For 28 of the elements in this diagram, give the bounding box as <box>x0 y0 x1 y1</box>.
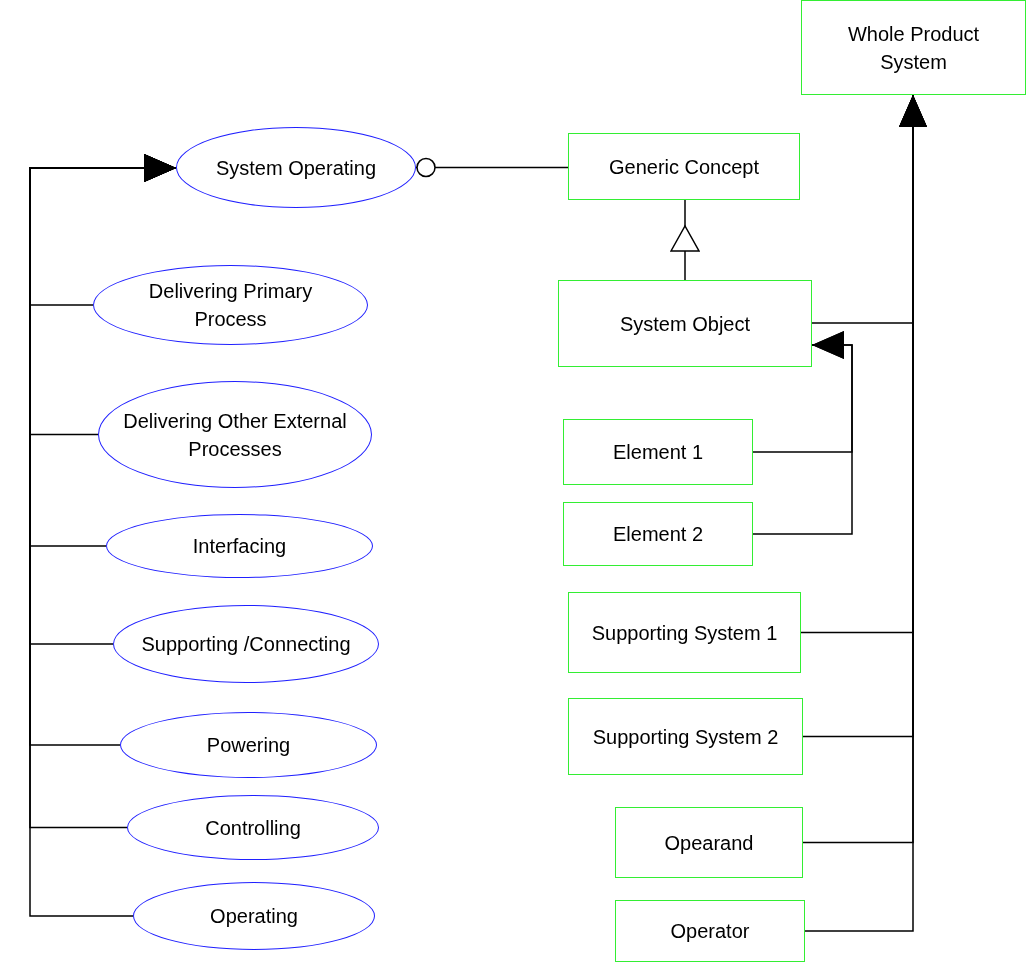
node-label: Supporting System 1 <box>591 620 778 646</box>
class-box <box>563 502 753 566</box>
class-box <box>563 419 753 485</box>
node-label: Powering <box>206 733 291 758</box>
class-box <box>801 0 1026 95</box>
node-label: Operator <box>670 919 750 944</box>
node-label: Element 1 <box>612 440 704 465</box>
node-label: System Operating <box>215 155 377 181</box>
node-label: Operating <box>210 904 298 929</box>
node-label: Controlling <box>205 815 301 841</box>
class-box <box>558 280 812 367</box>
node-label: Supporting System 2 <box>592 724 779 750</box>
node-label: Whole Product System <box>846 21 981 75</box>
node-label: Delivering Other External Processes <box>123 408 347 462</box>
class-box <box>568 698 803 775</box>
node-label: System Object <box>619 311 750 337</box>
node-label: Interfacing <box>192 534 287 559</box>
class-box <box>615 807 803 878</box>
class-box <box>568 592 801 673</box>
node-label: Generic Concept <box>608 154 760 180</box>
node-label: Element 2 <box>612 522 704 547</box>
class-box <box>568 133 800 200</box>
node-label: Delivering Primary Process <box>147 279 314 332</box>
node-label: Opearand <box>664 830 754 856</box>
node-label: Supporting /Connecting <box>141 632 351 657</box>
connector-arrow <box>670 199 700 281</box>
connector-arrow <box>752 331 853 535</box>
class-box <box>615 900 805 962</box>
